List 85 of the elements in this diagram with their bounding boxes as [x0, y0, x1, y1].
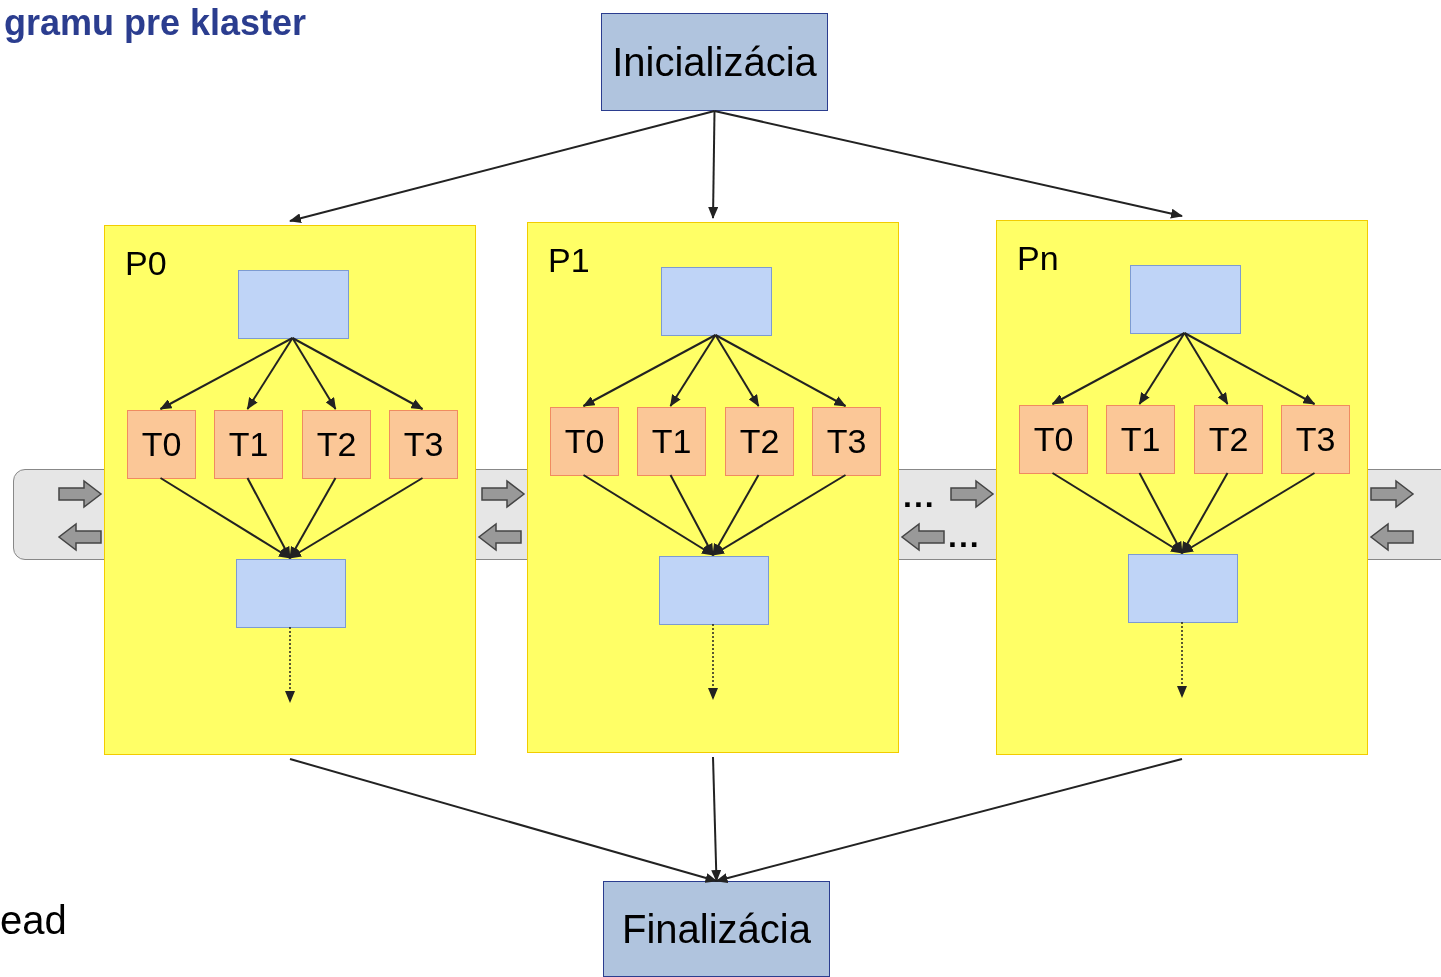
process-box [601, 13, 828, 111]
node-label: T2 [1208, 420, 1249, 459]
arrow [669, 334, 717, 407]
arrow [1051, 332, 1186, 405]
block-arrow [58, 479, 103, 509]
arrow [291, 337, 424, 410]
arrow [713, 110, 1183, 219]
node-label: T0 [1033, 420, 1074, 459]
task-box [637, 407, 706, 476]
panel-label: Pn [1017, 239, 1059, 278]
panel-label: P1 [548, 241, 590, 280]
process-box [603, 881, 830, 977]
arrow [1183, 332, 1229, 405]
arrow [711, 756, 722, 882]
text-label: ead [0, 898, 67, 943]
dotted-arrow [285, 626, 295, 703]
block-arrow [1369, 522, 1414, 552]
process-panel [104, 225, 476, 755]
box-shape [661, 267, 772, 336]
node-label: T1 [1120, 420, 1161, 459]
box-shape [236, 559, 346, 628]
arrow [714, 334, 847, 407]
arrow [712, 474, 847, 556]
box-shape [659, 556, 769, 625]
arrow [246, 337, 294, 410]
task-box [127, 410, 196, 479]
box-shape [238, 270, 349, 339]
node-label: T2 [739, 422, 780, 461]
task-box [302, 410, 371, 479]
node-label: T3 [826, 422, 867, 461]
arrow [712, 474, 760, 556]
arrow [708, 110, 719, 219]
arrow [714, 334, 760, 407]
box-shape [1128, 554, 1238, 623]
arrow [669, 474, 714, 556]
arrow [1138, 472, 1183, 554]
block-arrow [900, 522, 945, 552]
block-arrow [950, 479, 995, 509]
node-label: Inicializácia [612, 39, 817, 85]
task-box [550, 407, 619, 476]
task-box [1194, 405, 1263, 474]
arrow [291, 337, 337, 410]
dotted-arrow [1177, 621, 1187, 698]
arrow [289, 110, 716, 224]
ellipsis-label: ... [948, 518, 981, 555]
arrow [289, 477, 424, 559]
arrow [289, 758, 718, 883]
box-shape [1130, 265, 1241, 334]
process-panel [996, 220, 1368, 755]
task-box [214, 410, 283, 479]
arrow [246, 477, 291, 559]
arrow [582, 474, 714, 556]
arrow [159, 477, 291, 559]
task-box [725, 407, 794, 476]
task-box [1281, 405, 1350, 474]
node-label: Finalizácia [622, 906, 811, 952]
arrow [1183, 332, 1316, 405]
node-label: T3 [403, 425, 444, 464]
arrow [1051, 472, 1183, 554]
arrow [159, 337, 294, 410]
node-label: T0 [564, 422, 605, 461]
node-label: T2 [316, 425, 357, 464]
arrow [289, 477, 337, 559]
node-label: T1 [651, 422, 692, 461]
arrow [715, 758, 1183, 884]
dotted-arrow [708, 623, 718, 700]
title: gramu pre klaster [4, 2, 307, 44]
task-box [1019, 405, 1088, 474]
block-arrow [57, 522, 102, 552]
ellipsis-label: ... [903, 478, 936, 515]
process-panel [527, 222, 899, 753]
node-label: T0 [141, 425, 182, 464]
panel-label: P0 [125, 244, 167, 283]
arrow [1181, 472, 1316, 554]
arrow [582, 334, 717, 407]
block-arrow [481, 479, 526, 509]
node-label: T3 [1295, 420, 1336, 459]
block-arrow [1370, 479, 1415, 509]
arrow [1138, 332, 1186, 405]
arrow [1181, 472, 1229, 554]
node-label: T1 [228, 425, 269, 464]
task-box [1106, 405, 1175, 474]
task-box [389, 410, 458, 479]
block-arrow [477, 522, 522, 552]
task-box [812, 407, 881, 476]
